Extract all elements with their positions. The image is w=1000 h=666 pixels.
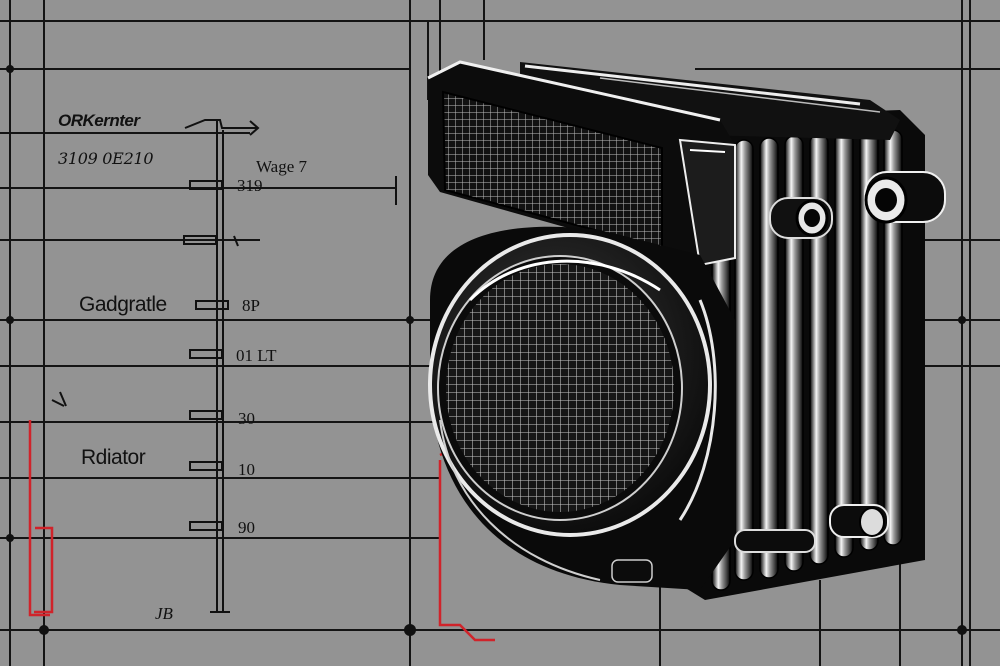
scale-tick-label: 10 xyxy=(238,460,255,479)
drawing-code-label: 3109 0E210 xyxy=(58,149,154,168)
wage-label: Wage 7 xyxy=(256,157,308,176)
radiator-body xyxy=(427,60,946,600)
radiator-pipes xyxy=(611,171,946,583)
drawing-title-label: ORKernter xyxy=(58,111,140,130)
grid-nodes xyxy=(6,65,967,636)
scale-tick-label: 90 xyxy=(238,518,255,537)
gadget-label: Gadgratle xyxy=(79,293,167,316)
measurement-scale xyxy=(51,119,397,613)
red-guide-lines xyxy=(28,420,495,642)
scale-tick-label: 319 xyxy=(237,176,263,195)
scale-tick-label: JB xyxy=(155,604,173,623)
scale-tick-label: 01 LT xyxy=(236,346,277,365)
radiator-label: Rdiator xyxy=(81,446,146,469)
scale-tick-label: 30 xyxy=(238,409,255,428)
scale-tick-label: 8P xyxy=(242,296,260,315)
